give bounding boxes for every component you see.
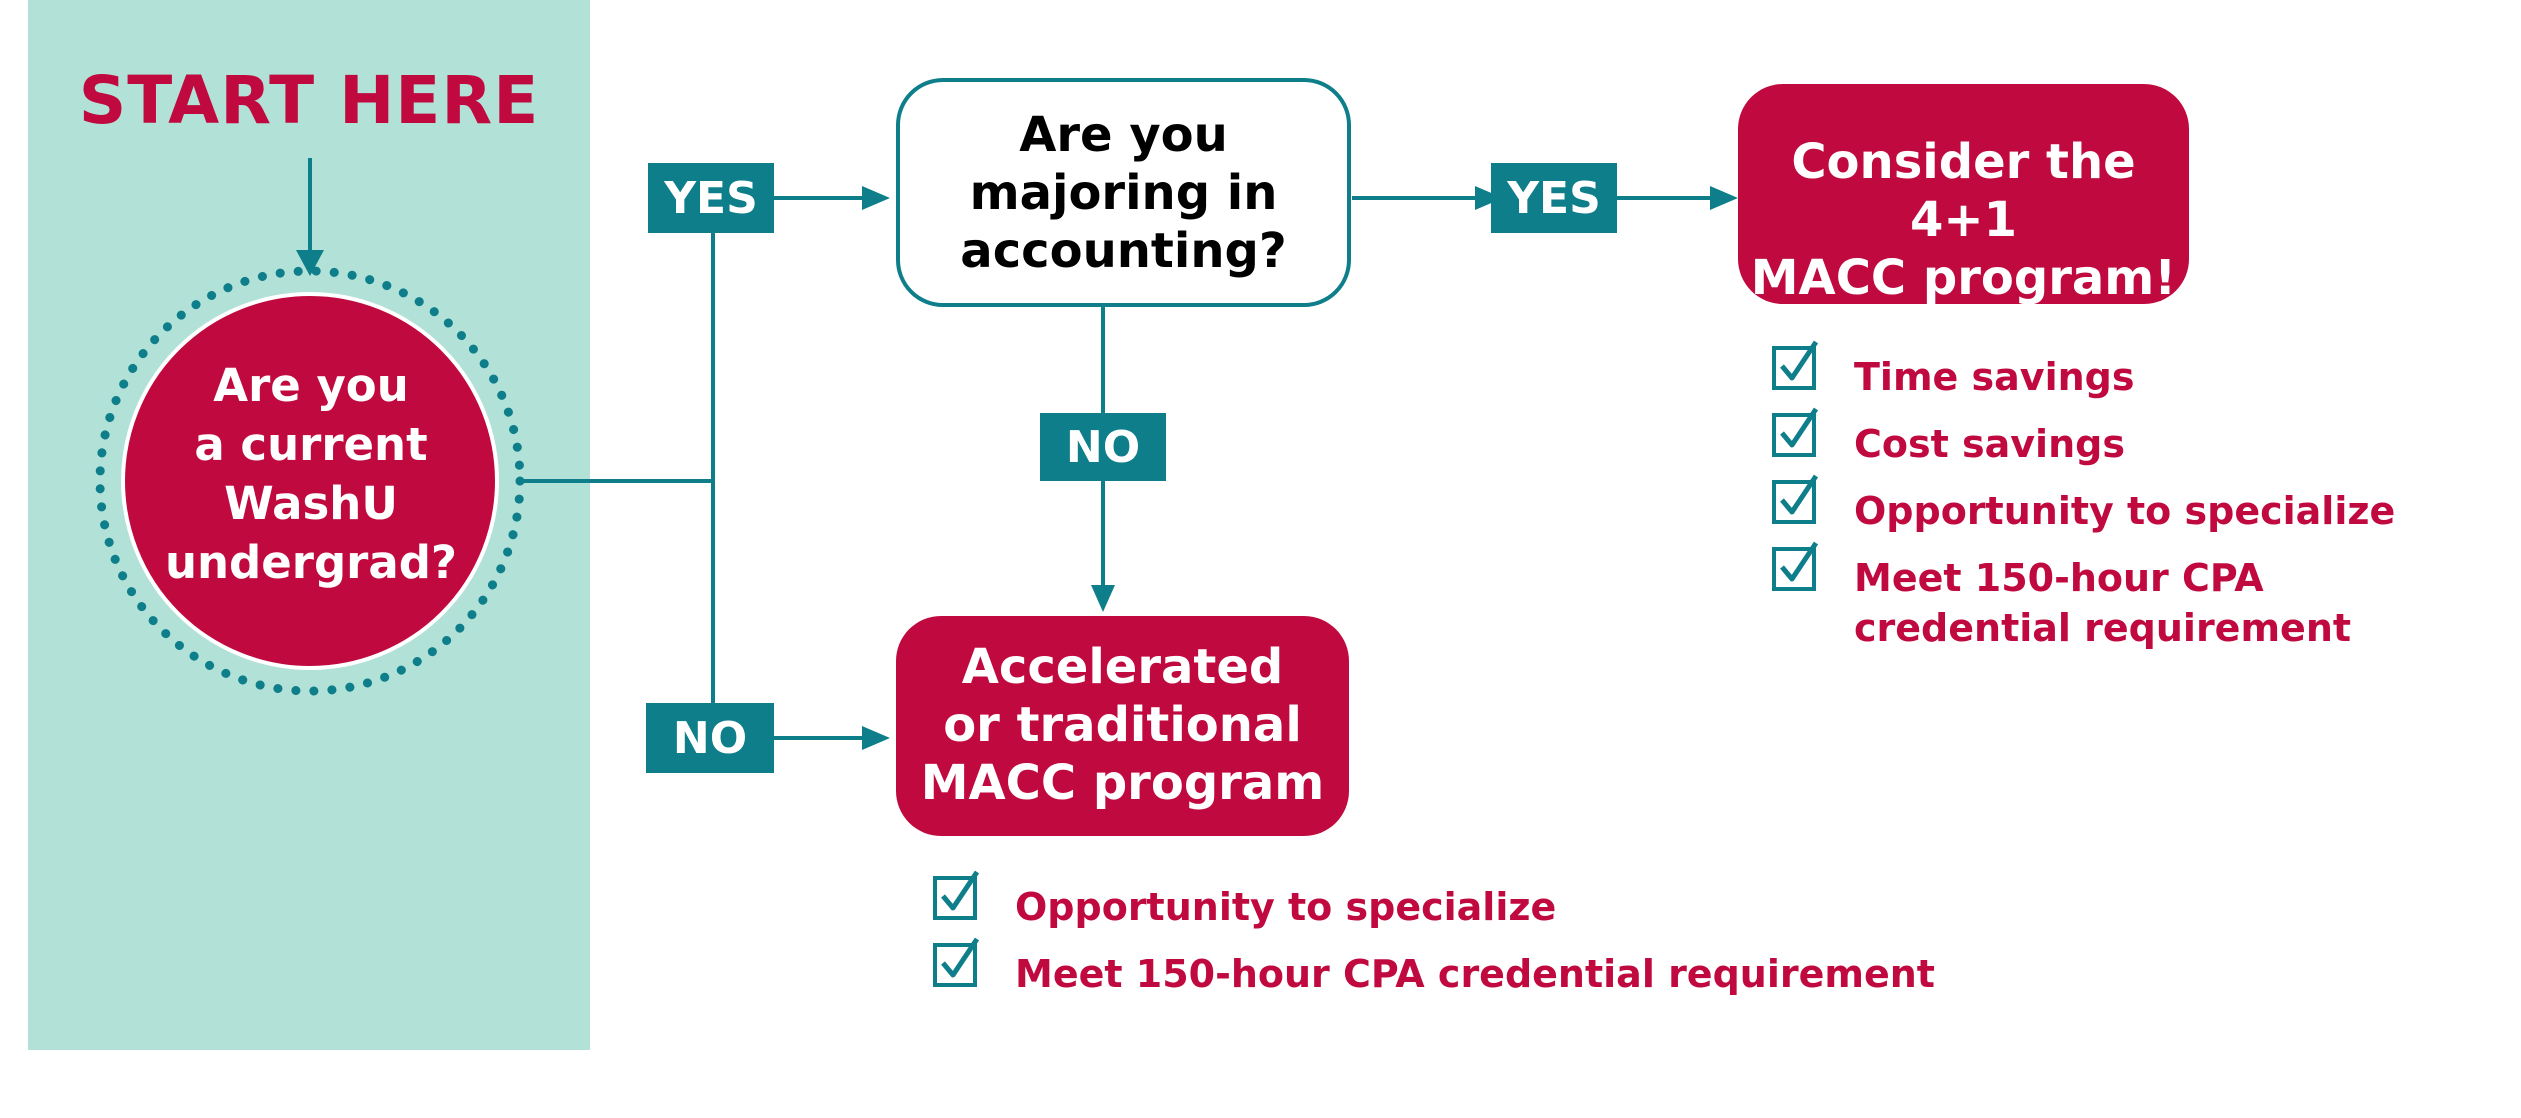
- benefits-accelerated-list: Opportunity to specialize Meet 150-hour …: [933, 870, 2033, 1004]
- answer-no-label: NO: [646, 703, 774, 773]
- outcome-4plus1-node: [1738, 84, 2189, 304]
- checkbox-check-icon: [933, 870, 980, 920]
- start-here-label: START HERE: [78, 62, 540, 139]
- question-line: undergrad?: [164, 536, 458, 589]
- arrow-yes-to-majoring-head: [862, 186, 890, 210]
- outcome-line: Consider the 4+1: [1791, 134, 2136, 248]
- benefits-4plus1-list: Time savings Cost savings Opportunity to…: [1772, 340, 2472, 651]
- outcome-line: Accelerated: [961, 639, 1284, 695]
- checkbox-check-icon: [1772, 474, 1819, 524]
- question-line: majoring in: [969, 165, 1278, 221]
- answer-majoring-yes-label: YES: [1491, 163, 1617, 233]
- outcome-4plus1-text: Consider the 4+1 MACC program!: [1738, 133, 2189, 307]
- benefit-item: Meet 150-hour CPA credential requirement: [1772, 541, 2472, 651]
- checkbox-check-icon: [1772, 541, 1819, 591]
- current-undergrad-node: [121, 292, 499, 670]
- majoring-question-text: Are you majoring in accounting?: [898, 106, 1349, 280]
- question-line: a current: [194, 418, 428, 471]
- current-undergrad-question: Are you a current WashU undergrad?: [130, 356, 492, 592]
- benefit-text: Cost savings: [1854, 422, 2125, 466]
- question-line: WashU: [224, 477, 398, 530]
- outcome-accelerated-node: [896, 616, 1349, 836]
- checkbox-check-icon: [933, 937, 980, 987]
- benefit-text: Opportunity to specialize: [1854, 489, 2396, 533]
- arrow-majoring-yes-head: [1475, 186, 1503, 210]
- question-line: Are you: [1019, 107, 1228, 163]
- benefit-text: Meet 150-hour CPA credential requirement: [1015, 952, 1935, 996]
- checkbox-check-icon: [1772, 407, 1819, 457]
- question-line: accounting?: [960, 223, 1287, 279]
- outcome-accelerated-text: Accelerated or traditional MACC program: [896, 638, 1349, 812]
- benefit-text: Opportunity to specialize: [1015, 885, 1557, 929]
- connector-majoring-no-head: [1091, 585, 1115, 612]
- answer-yes-label: YES: [648, 163, 774, 233]
- benefit-item: Time savings: [1772, 340, 2472, 407]
- benefit-item: Meet 150-hour CPA credential requirement: [933, 937, 2033, 1004]
- benefit-item: Cost savings: [1772, 407, 2472, 474]
- answer-majoring-no-label: NO: [1040, 413, 1166, 481]
- outcome-line: MACC program!: [1750, 250, 2177, 306]
- checkbox-check-icon: [1772, 340, 1819, 390]
- start-arrow-head: [296, 250, 324, 276]
- benefit-text: Time savings: [1854, 355, 2135, 399]
- question-line: Are you: [213, 359, 409, 412]
- outcome-line: MACC program: [920, 755, 1325, 811]
- benefit-item: Opportunity to specialize: [933, 870, 2033, 937]
- benefit-item: Opportunity to specialize: [1772, 474, 2472, 541]
- majoring-question-node: [896, 78, 1351, 307]
- outcome-line: or traditional: [943, 697, 1302, 753]
- benefit-text: Meet 150-hour CPA credential requirement: [1854, 556, 2352, 650]
- arrow-to-4plus1-head: [1710, 186, 1738, 210]
- arrow-no-to-accelerated-head: [862, 726, 890, 750]
